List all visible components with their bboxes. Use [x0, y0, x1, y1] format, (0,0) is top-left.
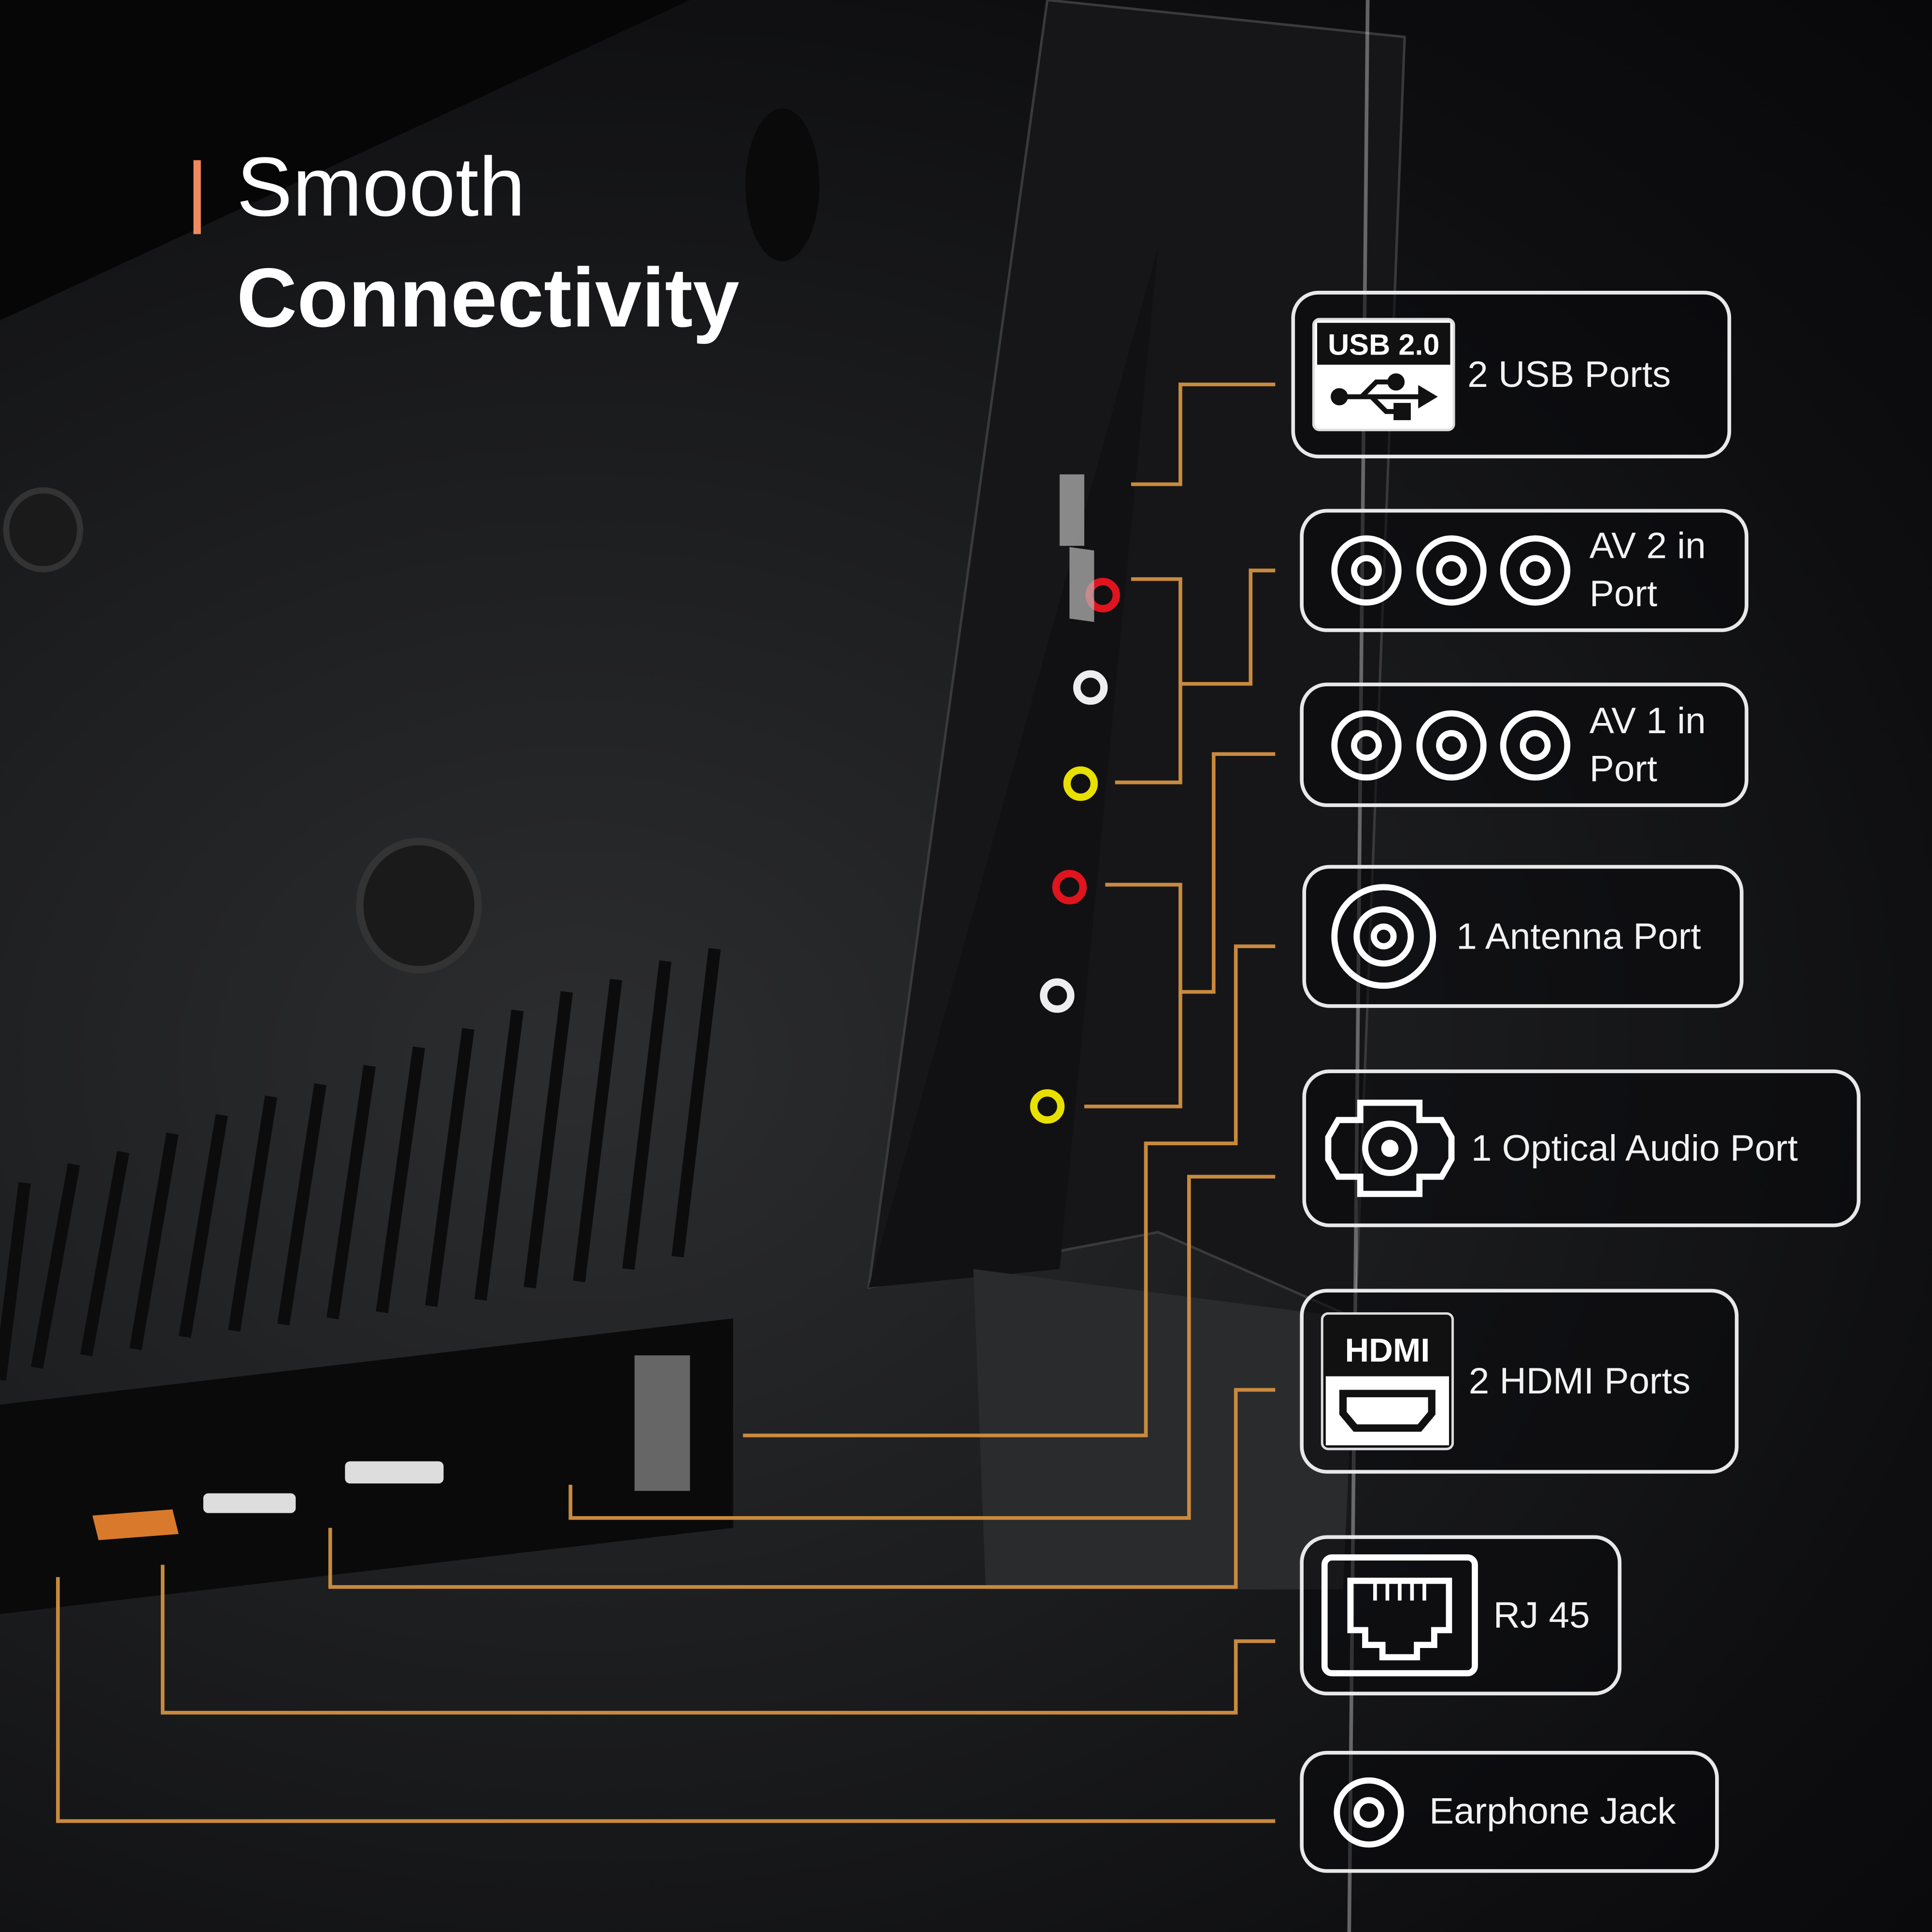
antenna-icon: [1331, 884, 1436, 989]
port-label: 2 HDMI Ports: [1468, 1361, 1691, 1402]
port-label: 1 Antenna Port: [1456, 916, 1701, 957]
port-card-earphone: Earphone Jack: [1300, 1750, 1719, 1873]
port-card-usb: USB 2.0 2 USB Ports: [1291, 291, 1732, 458]
port-label: AV 2 in: [1589, 526, 1706, 567]
page-title: Smooth Connectivity: [193, 140, 739, 345]
title-line-2: Connectivity: [236, 251, 739, 345]
rca-jacks: [1030, 578, 1120, 1124]
hdmi-icon: HDMI: [1321, 1312, 1454, 1450]
port-card-hdmi: HDMI 2 HDMI Ports: [1300, 1289, 1739, 1474]
port-card-antenna: 1 Antenna Port: [1302, 865, 1744, 1008]
port-card-av1: AV 1 in Port: [1300, 682, 1748, 807]
earphone-icon: [1334, 1776, 1404, 1847]
title-line-1: Smooth: [236, 140, 526, 234]
port-label: Earphone Jack: [1429, 1791, 1676, 1833]
usb-icon: USB 2.0: [1312, 318, 1455, 431]
hdmi-badge: HDMI: [1345, 1332, 1430, 1369]
vent-slots: [0, 948, 721, 1381]
rca-icon: [1331, 710, 1571, 780]
rj45-icon: [1321, 1554, 1478, 1676]
port-label: 1 Optical Audio Port: [1471, 1128, 1798, 1169]
usb-badge: USB 2.0: [1328, 328, 1439, 361]
port-label: Port: [1589, 748, 1658, 789]
port-card-av2: AV 2 in Port: [1300, 509, 1748, 632]
optical-icon: [1325, 1099, 1455, 1197]
port-label: 2 USB Ports: [1467, 354, 1671, 395]
leader-lines: [56, 383, 1276, 1823]
port-label: AV 1 in: [1589, 700, 1706, 741]
port-label: Port: [1589, 574, 1658, 615]
port-card-optical: 1 Optical Audio Port: [1302, 1069, 1861, 1227]
port-card-rj45: RJ 45: [1300, 1535, 1622, 1696]
rca-icon: [1331, 535, 1571, 606]
accent-bar: [193, 160, 201, 234]
mount-screw: [356, 838, 482, 974]
port-label: RJ 45: [1493, 1595, 1590, 1636]
